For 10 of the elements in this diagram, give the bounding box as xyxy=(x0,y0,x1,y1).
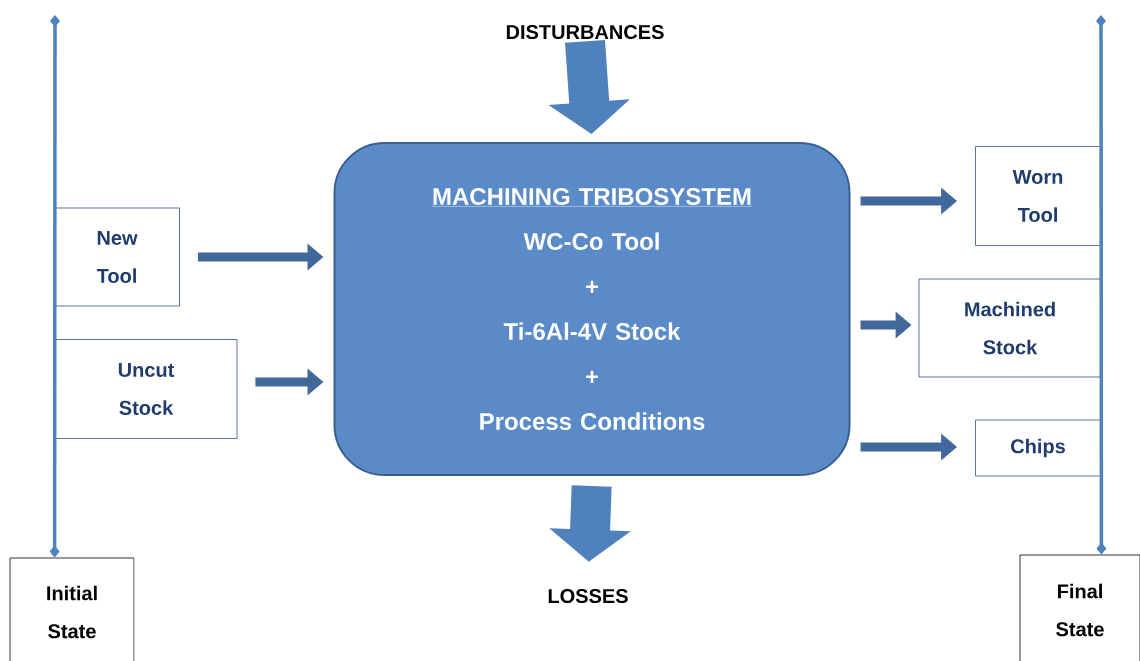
state-box: Final State xyxy=(1019,554,1140,661)
output-box: Machined Stock xyxy=(918,278,1102,378)
output-box: Worn Tool xyxy=(975,146,1101,246)
output-box: Chips xyxy=(975,419,1101,477)
heading-text: LOSSES xyxy=(548,588,628,604)
state-box: Initial State xyxy=(9,557,135,661)
input-box: Uncut Stock xyxy=(54,339,238,439)
system-box: MACHINING TRIBOSYSTEM WC-Co Tool + Ti-6Al-4V Stock + Process Conditions xyxy=(333,142,851,476)
heading-text: DISTURBANCES xyxy=(506,24,664,40)
input-box: New Tool xyxy=(54,207,180,307)
